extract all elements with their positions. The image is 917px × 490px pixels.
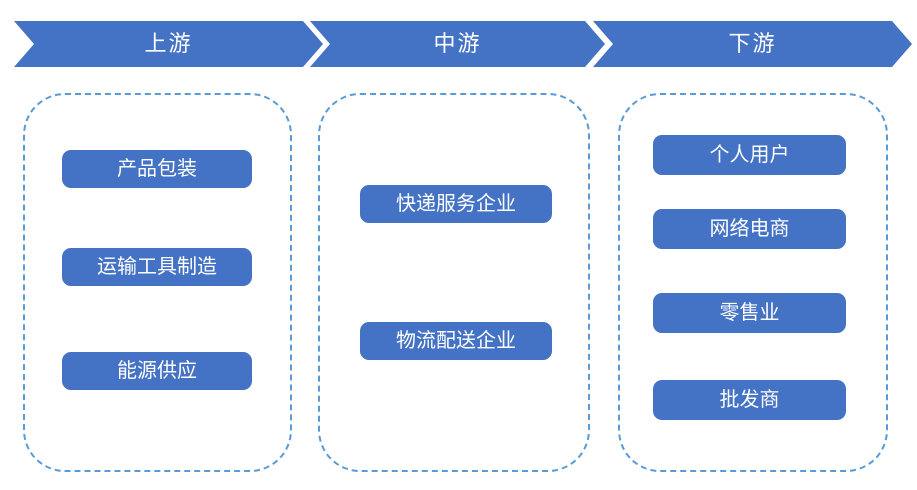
upstream-item-box: 能源供应: [62, 352, 252, 390]
midstream-item-box: 物流配送企业: [360, 322, 552, 360]
upstream-item-box: 产品包装: [62, 150, 252, 188]
downstream-item-box: 网络电商: [653, 209, 846, 249]
midstream-item-box: 快递服务企业: [360, 185, 552, 223]
stage-arrow-midstream: 中游: [310, 21, 605, 67]
stage-arrow-downstream-label: 下游: [728, 31, 777, 56]
stage-arrow-upstream-label: 上游: [144, 31, 193, 56]
midstream-item-label: 快递服务企业: [396, 193, 516, 215]
upstream-item-label: 运输工具制造: [97, 256, 217, 278]
stage-arrow-downstream: 下游: [593, 21, 912, 67]
downstream-item-label: 零售业: [719, 302, 780, 324]
downstream-item-label: 网络电商: [709, 218, 790, 240]
upstream-item-label: 产品包装: [117, 158, 197, 180]
midstream-item-label: 物流配送企业: [396, 330, 516, 352]
upstream-item-box: 运输工具制造: [62, 248, 252, 286]
downstream-item-box: 批发商: [653, 380, 846, 420]
upstream-panel: 产品包装 运输工具制造 能源供应: [23, 93, 292, 472]
downstream-item-label: 批发商: [719, 389, 780, 411]
upstream-item-label: 能源供应: [117, 360, 197, 382]
midstream-panel: 快递服务企业 物流配送企业: [318, 93, 590, 472]
downstream-item-box: 个人用户: [653, 135, 846, 175]
downstream-item-box: 零售业: [653, 293, 846, 333]
stage-arrow-upstream: 上游: [14, 21, 323, 67]
downstream-item-label: 个人用户: [709, 144, 790, 166]
downstream-panel: 个人用户 网络电商 零售业 批发商: [618, 93, 888, 472]
stage-arrow-midstream-label: 中游: [433, 31, 482, 56]
